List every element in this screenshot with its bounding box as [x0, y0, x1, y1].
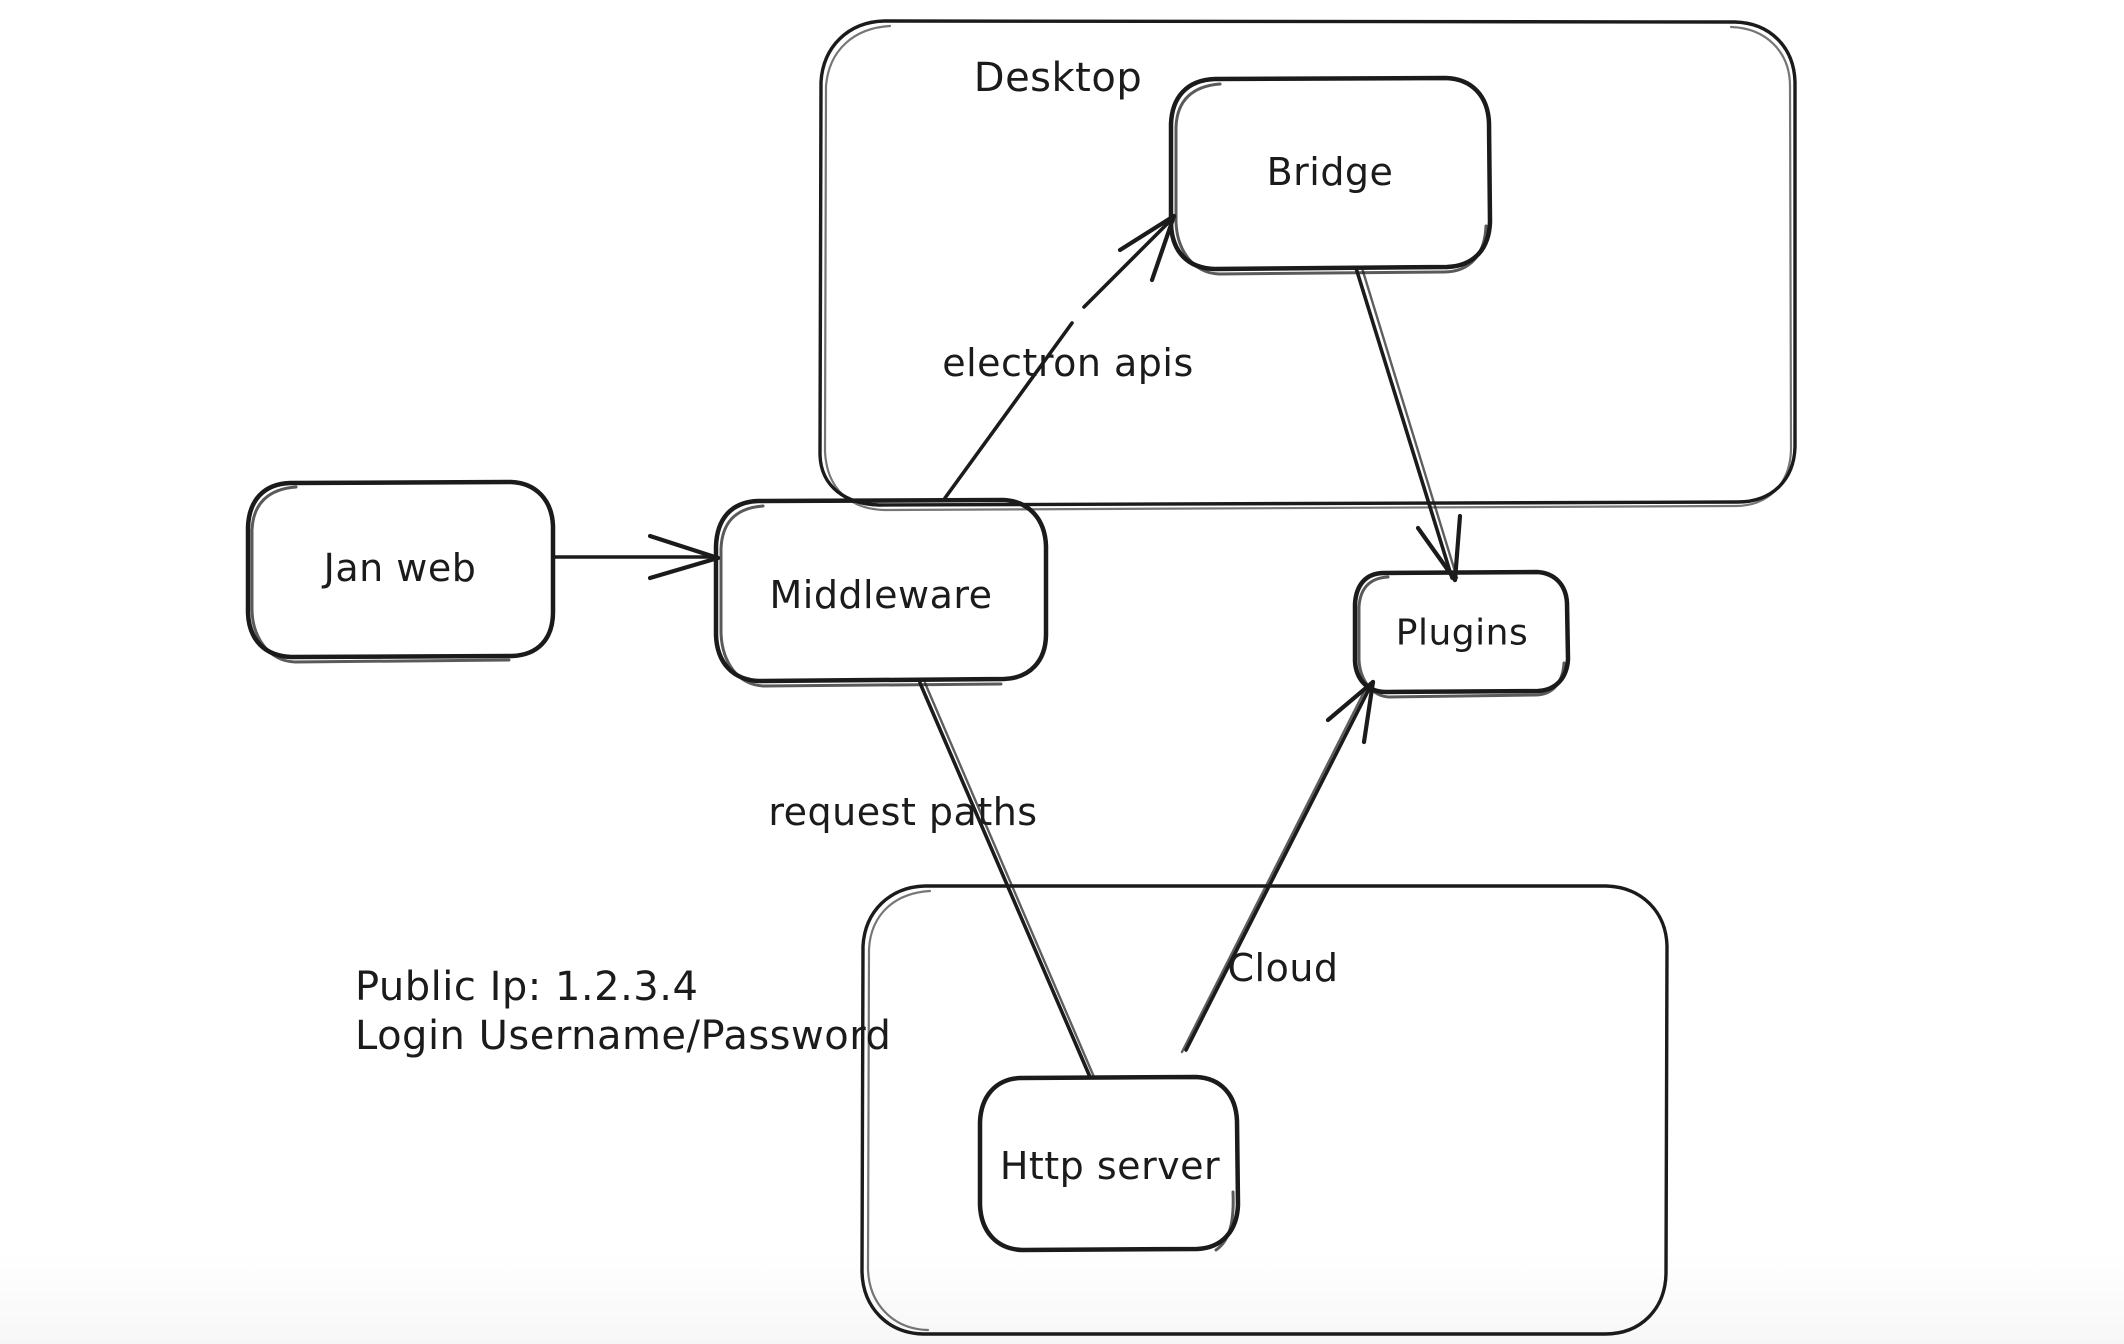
- edge-bridge-to-plugins: [1354, 266, 1463, 583]
- node-middleware-shape[interactable]: [713, 497, 1049, 688]
- group-cloud: [860, 884, 1669, 1336]
- note-public-ip: Public Ip: 1.2.3.4: [355, 964, 699, 1010]
- group-desktop: [818, 19, 1797, 512]
- node-http-server-shape[interactable]: [977, 1074, 1241, 1253]
- node-label-jan-web: Jan web: [323, 546, 477, 590]
- edge-label-request-paths: request paths: [768, 790, 1038, 834]
- connection-note: Public Ip: 1.2.3.4 Login Username/Passwo…: [355, 963, 891, 1061]
- note-login-credentials: Login Username/Password: [355, 1012, 892, 1059]
- node-label-http-server: Http server: [999, 1144, 1221, 1188]
- node-bridge-shape[interactable]: [1168, 75, 1493, 276]
- edge-janweb-to-middleware: [552, 533, 721, 581]
- node-label-plugins: Plugins: [1395, 612, 1529, 654]
- edge-label-cloud: Cloud: [1227, 946, 1339, 990]
- edge-httpserver-to-plugins: [1180, 679, 1376, 1054]
- group-label-desktop: Desktop: [973, 55, 1143, 101]
- edge-middleware-to-httpserver: [918, 681, 1096, 1079]
- node-label-middleware: Middleware: [769, 573, 993, 617]
- edge-middleware-to-bridge: [943, 213, 1177, 500]
- edge-label-electron-apis: electron apis: [942, 341, 1194, 385]
- node-jan-web-shape[interactable]: [245, 479, 556, 664]
- node-label-bridge: Bridge: [1266, 150, 1394, 194]
